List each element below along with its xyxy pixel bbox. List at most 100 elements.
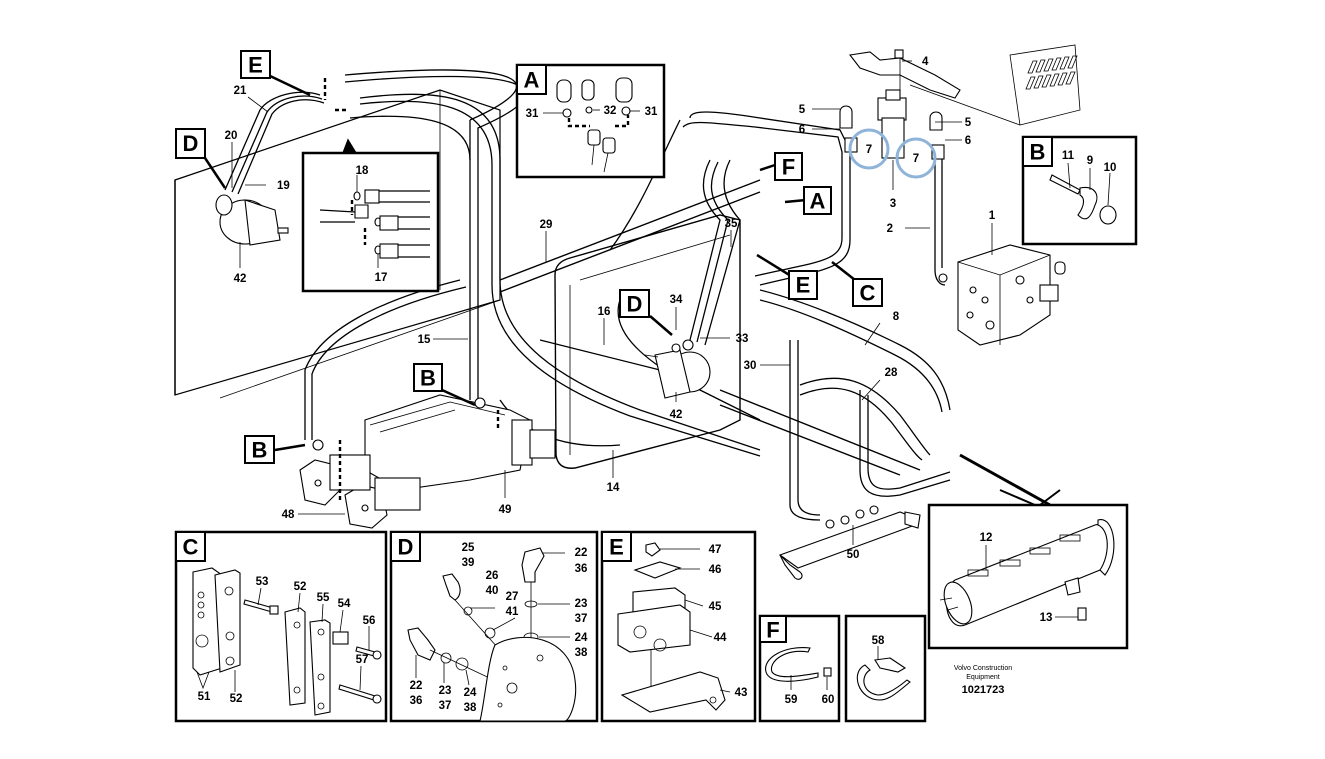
callout-1: 1 — [989, 210, 996, 222]
callout-32: 32 — [604, 105, 617, 117]
detail-tag-c: C — [183, 535, 199, 560]
callout-48: 48 — [282, 509, 295, 521]
inset-clamp-callouts: 58 — [872, 635, 885, 647]
callout-6-right: 6 — [965, 135, 971, 147]
tag-b-left: B — [252, 438, 268, 463]
callout-31-left: 31 — [526, 108, 539, 120]
callout-36-left: 36 — [410, 695, 423, 707]
inset-e-callouts: 47 46 45 44 43 — [709, 544, 748, 699]
callout-23-left: 23 — [439, 685, 452, 697]
main-callouts: 1 2 3 4 5 5 6 6 7 7 8 14 15 16 18 17 19 … — [225, 56, 996, 561]
tag-f-mid: F — [782, 155, 795, 180]
tag-d-left: D — [183, 131, 199, 156]
detail-view-d — [389, 530, 599, 723]
detail-tag-d: D — [398, 535, 414, 560]
callout-22-left: 22 — [410, 680, 423, 692]
callout-52-left: 52 — [230, 693, 243, 705]
callout-12: 12 — [980, 532, 993, 544]
detail-view-e — [600, 530, 757, 723]
callout-10: 10 — [1104, 162, 1117, 174]
detail-view-a — [515, 63, 666, 179]
callout-22-right: 22 — [575, 547, 588, 559]
detail-view-f — [758, 614, 841, 723]
callout-15: 15 — [418, 334, 431, 346]
detail-tag-b: B — [1030, 140, 1046, 165]
gear-pump — [299, 394, 556, 529]
callout-9: 9 — [1087, 155, 1093, 167]
callout-21: 21 — [234, 85, 247, 97]
highlight-circle-right — [895, 137, 937, 179]
inset-c-callouts: 53 52 55 54 56 57 51 52 — [198, 576, 376, 705]
callout-7-right: 7 — [913, 153, 919, 165]
pointer-arrows — [203, 73, 856, 452]
callout-30: 30 — [744, 360, 757, 372]
callout-3: 3 — [890, 198, 896, 210]
inset-manifold-callouts: 12 13 — [980, 532, 1053, 624]
detail-view-c — [174, 530, 388, 723]
callout-42-center: 42 — [670, 409, 683, 421]
callout-25: 25 — [462, 542, 475, 554]
callout-7-left: 7 — [866, 144, 872, 156]
callout-41: 41 — [506, 606, 519, 618]
callout-42-left: 42 — [234, 273, 247, 285]
callout-20: 20 — [225, 130, 238, 142]
callout-47: 47 — [709, 544, 722, 556]
callout-40: 40 — [486, 585, 499, 597]
detail-view-b — [1021, 135, 1138, 246]
callout-8: 8 — [893, 311, 900, 323]
detail-tag-a: A — [524, 68, 540, 93]
callout-37-left: 37 — [439, 700, 452, 712]
inset-tags: A B C D E F — [183, 68, 1046, 643]
tag-c-mid: C — [860, 281, 876, 306]
motor-42-left — [215, 91, 325, 246]
callout-49: 49 — [499, 504, 512, 516]
control-valve — [938, 244, 1066, 346]
detail-tag-f: F — [766, 618, 779, 643]
callout-18: 18 — [356, 165, 369, 177]
callout-60: 60 — [822, 694, 835, 706]
callout-39: 39 — [462, 557, 475, 569]
inset-b-callouts: 11 9 10 — [1062, 150, 1116, 174]
callout-2: 2 — [887, 223, 893, 235]
callout-26: 26 — [486, 570, 499, 582]
callout-51: 51 — [198, 691, 211, 703]
callout-55: 55 — [317, 592, 330, 604]
callout-31-right: 31 — [645, 106, 658, 118]
callout-38-right: 38 — [575, 647, 588, 659]
motor-42-center — [644, 339, 711, 399]
callout-6-left: 6 — [799, 124, 805, 136]
leader-lines — [231, 60, 1111, 693]
inset-hose-connection — [301, 78, 440, 293]
publisher-line-2: Equipment — [966, 674, 1000, 681]
callout-27: 27 — [506, 591, 519, 603]
inset-a-callouts: 31 32 31 — [526, 105, 658, 120]
callout-43: 43 — [735, 687, 748, 699]
callout-11: 11 — [1062, 150, 1075, 162]
callout-45: 45 — [709, 601, 722, 613]
callout-50: 50 — [847, 549, 860, 561]
callout-36-right: 36 — [575, 563, 588, 575]
tag-b-mid: B — [420, 366, 436, 391]
callout-56: 56 — [363, 615, 376, 627]
callout-5-right: 5 — [965, 117, 972, 129]
callout-58: 58 — [872, 635, 885, 647]
callout-34: 34 — [670, 294, 683, 306]
detail-view-manifold — [927, 453, 1129, 650]
callout-17: 17 — [375, 272, 388, 284]
callout-53: 53 — [256, 576, 269, 588]
callout-52-mid: 52 — [294, 581, 307, 593]
machine-frame-outline — [174, 44, 1081, 476]
inset-f-callouts: 59 60 — [785, 694, 835, 706]
tag-a-mid: A — [810, 189, 826, 214]
callout-4: 4 — [922, 56, 929, 68]
callout-24-left: 24 — [464, 687, 477, 699]
reference-number: 1021723 — [962, 684, 1005, 696]
callout-38-left: 38 — [464, 702, 477, 714]
publisher-line-1: Volvo Construction — [954, 665, 1012, 672]
inset-d-callouts: 25 39 26 40 27 41 22 36 23 37 24 38 22 3… — [410, 542, 588, 714]
callout-23-right: 23 — [575, 598, 588, 610]
callout-28: 28 — [885, 367, 898, 379]
pointer-tags: E D F A E C D B B — [175, 50, 883, 464]
callout-16: 16 — [598, 306, 611, 318]
callout-13: 13 — [1040, 612, 1053, 624]
